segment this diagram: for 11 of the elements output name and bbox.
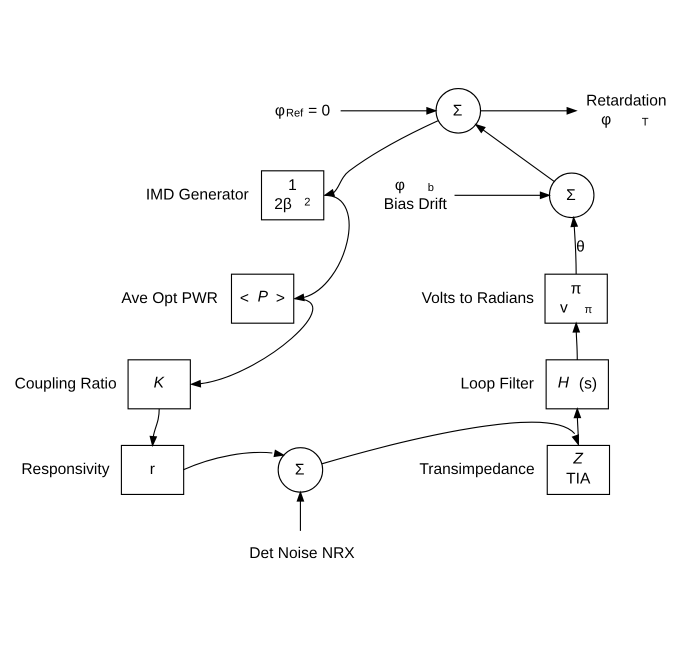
node-label: IMD Generator: [146, 186, 249, 204]
node-text: φRef = 0: [274, 102, 330, 120]
node-label: Loop Filter: [460, 375, 534, 392]
node-label: Ave Opt PWR: [121, 290, 218, 307]
node-label: Coupling Ratio: [14, 375, 117, 392]
node-label: Bias Drift: [384, 196, 447, 213]
node-text: Det Noise NRX: [249, 544, 355, 562]
node-label: Volts to Radians: [422, 290, 534, 307]
node-label: Transimpedance: [419, 461, 535, 478]
edge-label: θ: [576, 238, 585, 256]
node-label: Responsivity: [21, 461, 110, 478]
